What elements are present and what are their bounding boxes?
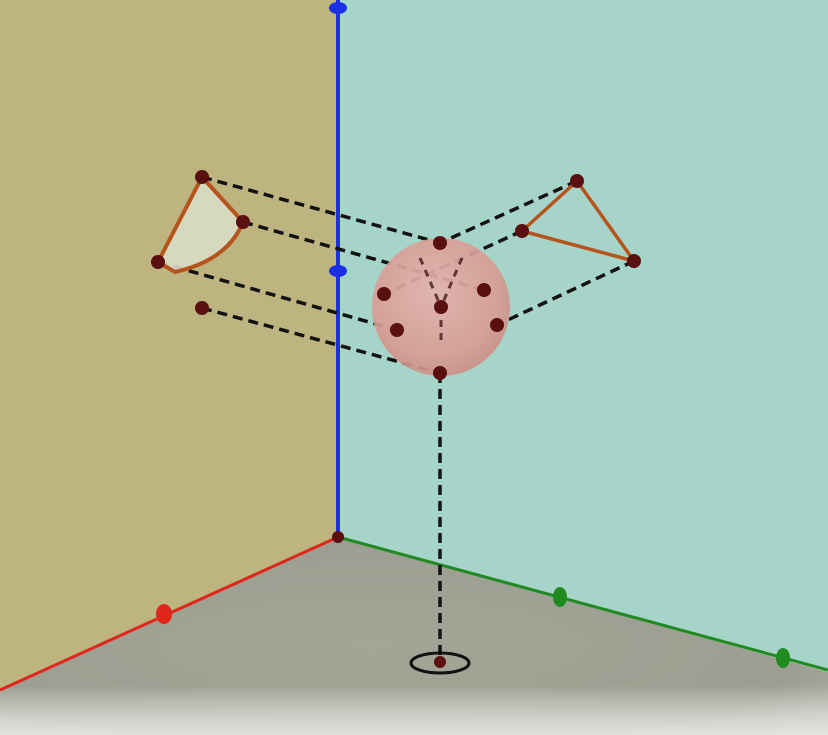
z-axis-tick[interactable] xyxy=(329,265,347,277)
vertex-point[interactable] xyxy=(195,301,209,315)
vertex-point[interactable] xyxy=(515,224,529,238)
origin-point[interactable] xyxy=(332,531,344,543)
y-axis-tick[interactable] xyxy=(776,648,790,668)
y-axis xyxy=(337,535,828,672)
vertex-point[interactable] xyxy=(627,254,641,268)
right-wall xyxy=(338,0,828,672)
sphere-point[interactable] xyxy=(434,300,448,314)
sphere-point[interactable] xyxy=(490,318,504,332)
sphere-point[interactable] xyxy=(477,283,491,297)
vertex-point[interactable] xyxy=(236,215,250,229)
z-axis-tick[interactable] xyxy=(329,2,347,14)
y-axis-tick[interactable] xyxy=(553,587,567,607)
right-wall-projection-triangle xyxy=(520,179,636,263)
x-axis-tick[interactable] xyxy=(156,604,172,624)
left-wall xyxy=(0,0,338,690)
sphere-point[interactable] xyxy=(390,323,404,337)
sphere-point[interactable] xyxy=(433,366,447,380)
sphere-point[interactable] xyxy=(377,287,391,301)
sphere-point[interactable] xyxy=(433,236,447,250)
floor-projection-ellipse xyxy=(409,651,471,675)
floor-point[interactable] xyxy=(434,656,446,668)
vertex-point[interactable] xyxy=(195,170,209,184)
vertex-point[interactable] xyxy=(570,174,584,188)
vertex-point[interactable] xyxy=(151,255,165,269)
floor-fade xyxy=(0,537,828,735)
